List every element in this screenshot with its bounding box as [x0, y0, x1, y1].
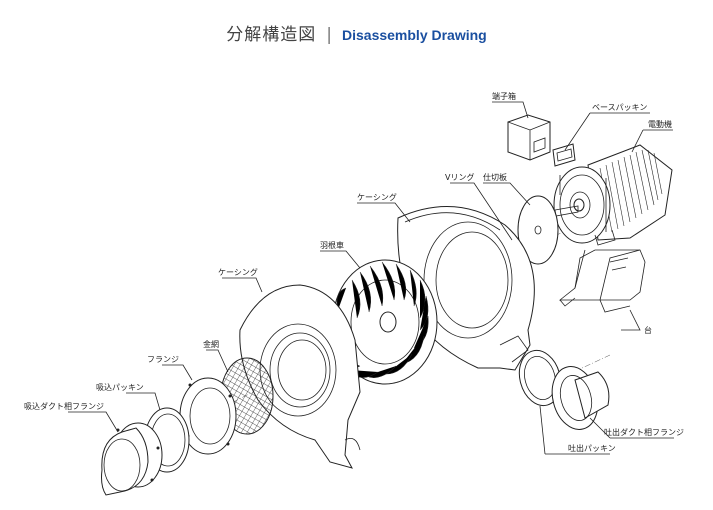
- label-partition-plate: 仕切板: [483, 172, 507, 182]
- label-flange: フランジ: [147, 355, 179, 364]
- label-discharge-duct-flange: 吐出ダクト相フランジ: [604, 427, 684, 437]
- label-suction-packing: 吸込パッキン: [96, 383, 144, 392]
- label-casing-rear: ケーシング: [357, 192, 397, 202]
- label-casing-front: ケーシング: [218, 267, 258, 277]
- label-discharge-packing: 吐出パッキン: [568, 443, 616, 453]
- part-base-packing: [552, 143, 576, 167]
- part-base: [558, 249, 646, 313]
- title-english: Disassembly Drawing: [342, 27, 487, 43]
- part-labels: 端子箱 ベースパッキン 電動機 Vリング 仕切板 ケーシング 羽根車 ケーシング…: [24, 91, 684, 453]
- label-suction-duct-flange: 吸込ダクト相フランジ: [24, 401, 104, 411]
- part-discharge-duct-flange: [551, 366, 610, 430]
- part-suction-duct-flange: [101, 422, 163, 496]
- title-separator: |: [326, 25, 332, 45]
- label-v-ring: Vリング: [445, 172, 474, 182]
- label-terminal-box: 端子箱: [492, 91, 516, 101]
- label-impeller: 羽根車: [320, 240, 344, 250]
- part-partition-plate: [517, 195, 559, 265]
- label-motor: 電動機: [648, 119, 672, 129]
- part-discharge-packing: [518, 349, 562, 407]
- part-motor: [553, 144, 673, 246]
- title-japanese: 分解構造図: [226, 25, 317, 45]
- label-wire-mesh: 金網: [203, 339, 219, 349]
- part-terminal-box: [507, 114, 551, 161]
- page-header: 分解構造図 | Disassembly Drawing: [0, 20, 713, 45]
- label-base-packing: ベースパッキン: [592, 103, 647, 112]
- leader-lines: [68, 101, 674, 455]
- label-base: 台: [644, 325, 652, 335]
